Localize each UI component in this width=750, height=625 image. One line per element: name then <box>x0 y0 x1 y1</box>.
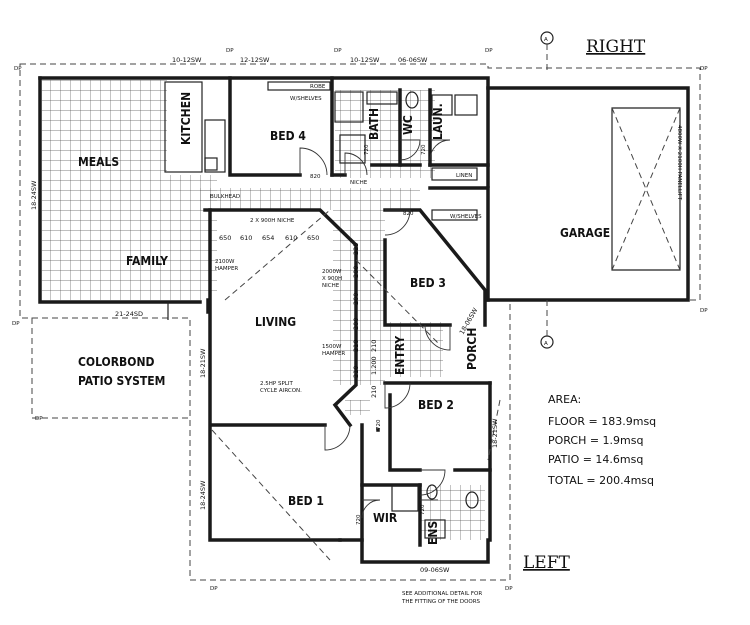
section-mark-a-top: A <box>544 37 548 43</box>
window-label: 21-24SD <box>115 310 143 318</box>
window-label: 18-21SW <box>199 348 207 378</box>
fixtures <box>164 81 681 539</box>
window-label: 10-12SW <box>172 56 202 64</box>
door-dim: 720 <box>364 144 370 155</box>
room-garage: GARAGE <box>560 226 610 240</box>
dp-mark: DP <box>14 66 22 72</box>
dimension-label: 210 <box>352 340 360 352</box>
door-fitting-note-line1: SEE ADDITIONAL DETAIL FOR <box>402 591 482 597</box>
patio-label-line1: COLORBOND <box>78 355 154 369</box>
dimension-label: 200 <box>352 293 360 305</box>
dp-mark: DP <box>226 48 234 54</box>
orientation-right: RIGHT <box>586 37 646 57</box>
niche-top-note: 2 X 900H NICHE <box>250 218 295 224</box>
hamper-right-line1: 1500W <box>322 344 342 350</box>
dimension-label: 210 <box>370 340 378 352</box>
door-dim: 720 <box>356 514 362 525</box>
door-fitting-note-line2: THE FITTING OF THE DOORS <box>401 599 481 605</box>
room-entry: ENTRY <box>393 336 407 375</box>
dp-mark: DP <box>700 66 708 72</box>
dp-mark: DP <box>12 321 20 327</box>
dimension-label: 610 <box>240 234 252 242</box>
dimension-label: 210 <box>352 366 360 378</box>
section-marks <box>540 31 554 349</box>
area-porch: PORCH = 1.9msq <box>548 434 643 447</box>
shelves-note-bed3: W/SHELVES <box>450 214 482 220</box>
orientation-left: LEFT <box>523 553 570 573</box>
dimension-label: 650 <box>307 234 319 242</box>
area-patio: PATIO = 14.6msq <box>548 453 643 466</box>
doors <box>211 139 501 561</box>
window-label: 12-12SW <box>240 56 270 64</box>
dp-mark: DP <box>485 48 493 54</box>
window-label: 18-24SW <box>30 180 38 210</box>
room-living: LIVING <box>255 315 296 329</box>
room-bed1: BED 1 <box>288 494 324 508</box>
door-dim: 820 <box>310 174 321 180</box>
area-heading: AREA: <box>548 393 581 406</box>
dimension-label: 210 <box>370 386 378 398</box>
dimension-label: 654 <box>262 234 274 242</box>
room-family: FAMILY <box>126 254 168 268</box>
aircon-line1: 2.5HP SPLIT <box>260 381 293 387</box>
aircon-line2: CYCLE AIRCON. <box>260 388 302 394</box>
room-meals: MEALS <box>78 155 119 169</box>
area-floor: FLOOR = 183.9msq <box>548 415 656 428</box>
patio-area <box>31 317 191 419</box>
room-wc: WC <box>401 115 415 135</box>
dimension-label: 1.200 <box>370 356 378 375</box>
room-wir: WIR <box>373 511 398 525</box>
dimension-label: 225 <box>352 243 360 255</box>
niche-right-line2: X 900H <box>322 276 342 282</box>
dp-mark: DP <box>505 586 513 592</box>
room-ensuite: ENS <box>426 521 440 545</box>
bulkhead-note: BULKHEAD <box>210 194 240 200</box>
door-dim: 720 <box>376 419 382 430</box>
window-label: 09-06SW <box>420 566 450 574</box>
dp-mark: DP <box>700 308 708 314</box>
dp-mark: DP <box>210 586 218 592</box>
dimension-label: 200 <box>352 266 360 278</box>
door-dim: 720 <box>420 504 426 515</box>
window-label: 06-06SW <box>398 56 428 64</box>
walls <box>38 76 690 564</box>
robe-note: ROBE <box>310 84 326 90</box>
shelves-note: W/SHELVES <box>290 96 322 102</box>
dimension-label: 200 <box>352 318 360 330</box>
linen-note: LINEN <box>456 173 472 179</box>
niche-note: NICHE <box>350 180 368 186</box>
niche-right-line3: NICHE <box>322 283 340 289</box>
dp-mark: DP <box>35 416 43 422</box>
dimension-label: 610 <box>285 234 297 242</box>
niche-right-line1: 2000W <box>322 269 342 275</box>
room-bed3: BED 3 <box>410 276 446 290</box>
garage-door-note: 4800W X 2100H PANELLIFT <box>676 125 682 201</box>
dp-mark: DP <box>334 48 342 54</box>
door-dim: 820 <box>403 211 414 217</box>
tile-regions <box>42 80 485 540</box>
hamper-left-line2: HAMPER <box>215 266 238 272</box>
patio-label-line2: PATIO SYSTEM <box>78 374 165 388</box>
room-bed2: BED 2 <box>418 398 454 412</box>
section-mark-a-mid: A <box>544 341 548 347</box>
dimension-label: 650 <box>219 234 231 242</box>
door-dim: 720 <box>421 144 427 155</box>
window-label: 10-12SW <box>350 56 380 64</box>
room-kitchen: KITCHEN <box>179 92 193 145</box>
room-bath: BATH <box>367 108 381 140</box>
window-label: 18-21SW <box>491 418 499 448</box>
room-bed4: BED 4 <box>270 129 306 143</box>
room-porch: PORCH <box>465 328 479 370</box>
hamper-right-line2: HAMPER <box>322 351 345 357</box>
room-laundry: LAUN. <box>431 103 445 140</box>
hamper-left-line1: 2100W <box>215 259 235 265</box>
area-total: TOTAL = 200.4msq <box>547 474 654 487</box>
window-label: 18-24SW <box>199 480 207 510</box>
